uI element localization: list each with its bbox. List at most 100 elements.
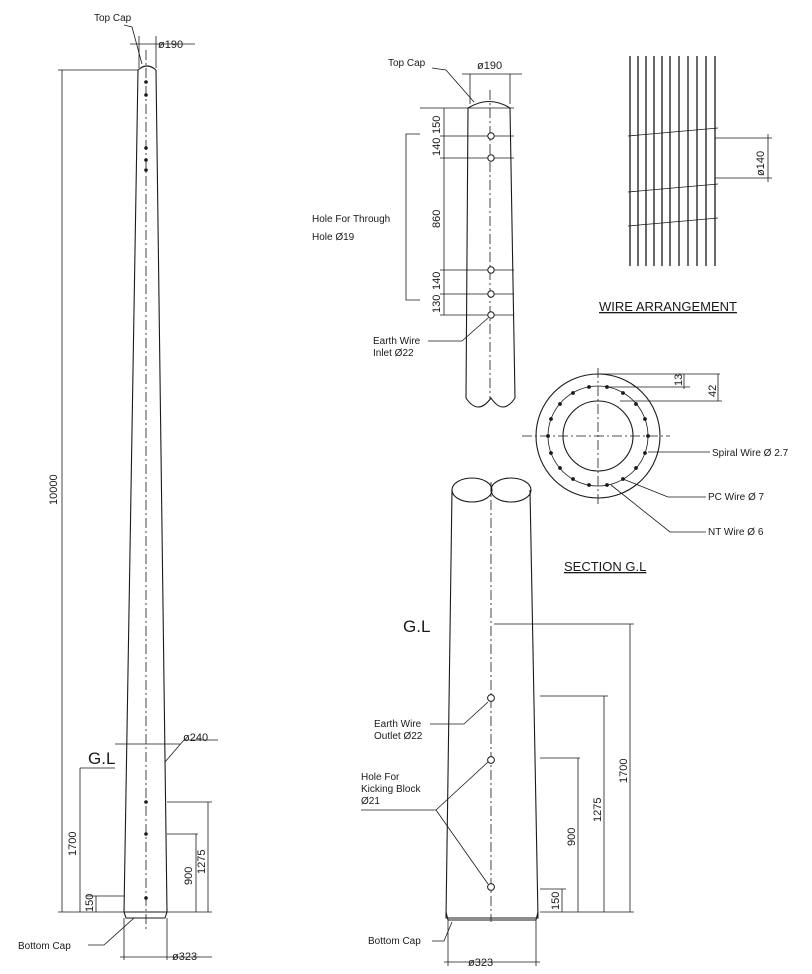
section-wire-dot (621, 391, 625, 395)
elev-bottom-cap-label: Bottom Cap (18, 941, 71, 952)
section-wire-dot (546, 434, 550, 438)
section-42-text: 42 (707, 385, 719, 397)
bottom-detail-900-text: 900 (566, 828, 578, 846)
top-detail-earth-leader (428, 317, 489, 342)
wire-dim-text: ø140 (755, 151, 767, 176)
bottom-detail-earth-label-2: Outlet Ø22 (374, 731, 423, 742)
top-detail-hole (487, 311, 495, 319)
top-detail-hole (487, 132, 495, 140)
top-detail-hole (487, 266, 495, 274)
bottom-detail-kick-label-2: Kicking Block (361, 784, 421, 795)
top-detail-hole (487, 290, 495, 298)
top-detail-150: 150 (431, 116, 443, 134)
section-gl: 13 42 Spiral Wire Ø 2.7 PC Wire Ø 7 NT W… (522, 368, 789, 574)
bottom-detail-earth-label-1: Earth Wire (374, 719, 422, 730)
top-detail-top-cap-label: Top Cap (388, 58, 426, 69)
elev-gl-label: G.L (88, 749, 115, 768)
section-wire-dot (558, 402, 562, 406)
bottom-detail-kick-leader (435, 809, 489, 885)
top-detail-outline (465, 107, 516, 408)
bottom-detail-hole (487, 883, 495, 891)
section-wire-dot (605, 483, 609, 487)
top-detail-dia-text: ø190 (477, 60, 502, 72)
elev-bottom-cap-leader (88, 917, 135, 946)
top-detail-top-cap-leader (431, 67, 475, 103)
top-detail-hole-label-2: Hole Ø19 (312, 232, 355, 243)
elev-150-text: 150 (84, 894, 96, 912)
section-wire-dot (587, 385, 591, 389)
section-wire-dot (549, 417, 553, 421)
top-detail-140b: 140 (431, 272, 443, 290)
section-wire-dot (549, 451, 553, 455)
bottom-detail-earth-leader (430, 701, 489, 725)
elev-top-cap-label: Top Cap (94, 13, 132, 24)
elev-900-text: 900 (183, 867, 195, 885)
section-wire-dot (571, 391, 575, 395)
section-wire-dot (643, 451, 647, 455)
top-detail: 150 140 860 140 130 Top Cap ø190 Hole Fo… (312, 58, 522, 408)
section-wire-dot (634, 402, 638, 406)
section-nt-leader (610, 484, 706, 533)
bottom-detail: G.L 1700 1275 900 150 Earth Wire Outlet … (361, 477, 634, 969)
bottom-detail-1275-text: 1275 (592, 798, 604, 822)
pole-hole (144, 896, 148, 900)
bottom-detail-gl-label: G.L (403, 617, 430, 636)
pole-hole (144, 168, 148, 172)
elev-top-dia-text: ø190 (158, 39, 183, 51)
bottom-detail-top-ellipse (490, 477, 532, 503)
section-title: SECTION G.L (564, 559, 646, 574)
elev-bottom-dia-text: ø323 (172, 951, 197, 963)
bottom-detail-bottom-cap-label: Bottom Cap (368, 936, 421, 947)
section-nt-label: NT Wire Ø 6 (708, 527, 764, 538)
spiral-line (627, 217, 719, 227)
bottom-detail-kick-label-3: Ø21 (361, 796, 380, 807)
elev-gl-dia-text: ø240 (183, 732, 208, 744)
wire-arrangement-title: WIRE ARRANGEMENT (599, 299, 737, 314)
top-detail-earth-label-2: Inlet Ø22 (373, 348, 414, 359)
top-detail-hole (487, 154, 495, 162)
bottom-detail-kick-label-1: Hole For (361, 772, 400, 783)
section-pc-label: PC Wire Ø 7 (708, 492, 765, 503)
pole-hole (144, 93, 148, 97)
elev-gl-dia-leader (164, 739, 185, 763)
bottom-detail-dia-text: ø323 (468, 957, 493, 969)
pole-hole (144, 800, 148, 804)
bottom-detail-bottom-cap-leader (432, 921, 453, 942)
elev-1700-text: 1700 (67, 832, 79, 856)
pole-hole (144, 80, 148, 84)
section-wire-dot (587, 483, 591, 487)
elev-length-text: 10000 (48, 474, 60, 505)
section-spiral-label: Spiral Wire Ø 2.7 (712, 448, 789, 459)
pole-hole (144, 146, 148, 150)
pole-top-cap-shape (137, 65, 157, 71)
section-wire-dot (571, 477, 575, 481)
bottom-detail-1700-text: 1700 (618, 759, 630, 783)
bottom-detail-outline (445, 489, 539, 919)
bottom-detail-kick-leader (435, 761, 489, 811)
top-detail-hole-bracket (405, 133, 420, 301)
section-pc-leader (622, 478, 706, 498)
section-wire-dot (634, 466, 638, 470)
top-detail-130: 130 (431, 295, 443, 313)
bottom-detail-150-text: 150 (550, 892, 562, 910)
top-detail-earth-label-1: Earth Wire (373, 336, 421, 347)
bottom-detail-hole (487, 756, 495, 764)
spiral-line (627, 127, 719, 137)
section-13-text: 13 (673, 374, 685, 386)
top-detail-hole-label-1: Hole For Through (312, 214, 390, 225)
section-wire-dot (643, 417, 647, 421)
top-detail-860: 860 (431, 210, 443, 228)
pole-hole (144, 158, 148, 162)
bottom-detail-hole (487, 694, 495, 702)
section-wire-dot (646, 434, 650, 438)
bottom-detail-bottom-cap (445, 911, 539, 921)
elev-1275-text: 1275 (196, 850, 208, 874)
pole-hole (144, 832, 148, 836)
bottom-detail-top-ellipse (451, 477, 493, 503)
wire-arrangement: ø140 WIRE ARRANGEMENT (599, 56, 772, 314)
top-detail-cap (467, 100, 511, 109)
top-detail-140a: 140 (431, 138, 443, 156)
pole-outline (123, 69, 168, 913)
pole-elevation: Top Cap ø190 10000 G.L ø240 1700 150 (18, 13, 218, 963)
